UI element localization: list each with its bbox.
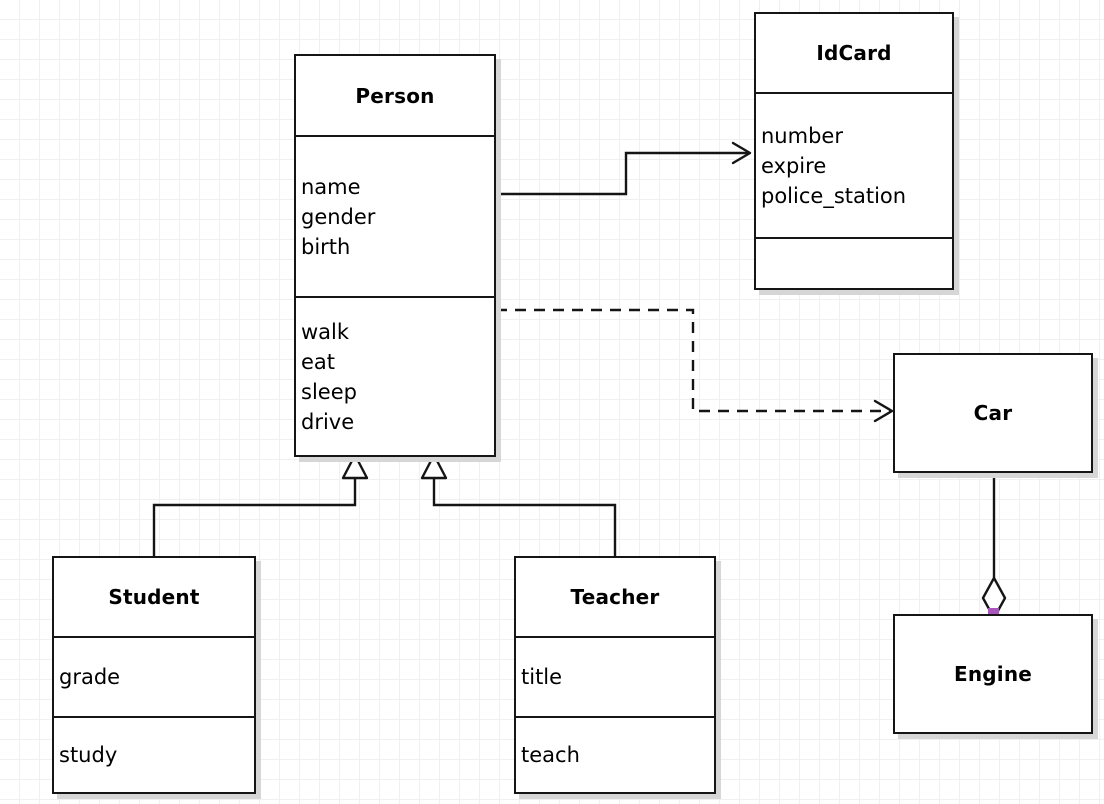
class-car-header: Car (895, 355, 1091, 471)
class-student-methods: study (54, 716, 254, 792)
class-idcard-title: IdCard (816, 41, 892, 65)
class-person-header: Person (296, 56, 494, 135)
class-teacher-attributes: title (516, 636, 714, 716)
method-item: walk (301, 319, 350, 344)
method-item: sleep (301, 379, 357, 404)
class-engine[interactable]: Engine (893, 614, 1093, 734)
attribute-item: expire (761, 153, 827, 178)
method-item: drive (301, 409, 355, 434)
generalization-student-person[interactable] (152, 453, 369, 556)
class-teacher-title: Teacher (570, 585, 660, 609)
edge-handle-engine-end[interactable] (988, 608, 999, 619)
class-student-header: Student (54, 558, 254, 636)
class-engine-header: Engine (895, 616, 1091, 732)
class-teacher-methods: teach (516, 716, 714, 792)
attribute-item: police_station (761, 183, 907, 208)
dependency-person-car[interactable] (496, 308, 894, 423)
class-student-attributes: grade (54, 636, 254, 716)
attribute-item: birth (301, 234, 351, 259)
class-teacher-header: Teacher (516, 558, 714, 636)
class-idcard-methods (756, 237, 952, 288)
class-student[interactable]: Student grade study (52, 556, 256, 794)
class-car[interactable]: Car (893, 353, 1093, 473)
class-car-title: Car (973, 401, 1013, 425)
class-person-attributes: name gender birth (296, 135, 494, 296)
class-person[interactable]: Person name gender birth walk eat sleep … (294, 54, 496, 457)
attribute-item: number (761, 123, 843, 148)
class-person-title: Person (355, 83, 435, 108)
attribute-item: grade (59, 665, 121, 689)
generalization-teacher-person[interactable] (420, 453, 617, 556)
method-item: eat (301, 349, 336, 374)
method-item: teach (521, 743, 580, 767)
attribute-item: name (301, 174, 361, 199)
class-student-title: Student (108, 585, 200, 609)
association-person-idcard[interactable] (494, 141, 752, 196)
class-idcard[interactable]: IdCard number expire police_station (754, 12, 954, 290)
class-idcard-header: IdCard (756, 14, 952, 92)
class-person-methods: walk eat sleep drive (296, 296, 494, 455)
attribute-item: gender (301, 204, 376, 229)
class-teacher[interactable]: Teacher title teach (514, 556, 716, 794)
aggregation-engine-car[interactable] (981, 473, 1007, 620)
method-item: study (59, 743, 118, 767)
attribute-item: title (521, 665, 563, 689)
class-engine-title: Engine (953, 662, 1033, 686)
class-idcard-attributes: number expire police_station (756, 92, 952, 237)
